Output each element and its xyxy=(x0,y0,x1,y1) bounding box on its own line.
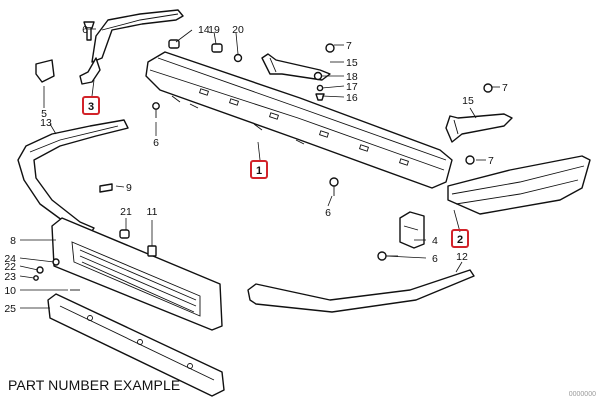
bracket-5 xyxy=(35,59,55,83)
callout-6-center: 6 xyxy=(325,207,331,219)
callout-3-label: 3 xyxy=(88,101,94,113)
callout-11: 11 xyxy=(147,206,158,218)
leader-lines xyxy=(19,28,500,309)
callout-1-label: 1 xyxy=(256,165,262,177)
callout-14: 14 xyxy=(198,24,210,36)
callout-25: 25 xyxy=(4,303,16,315)
callout-numbers: 6 14 19 20 7 15 18 17 16 5 13 6 7 15 7 9… xyxy=(4,24,508,315)
grille-panel xyxy=(51,217,223,331)
callout-5: 5 xyxy=(41,108,47,120)
callout-22: 22 xyxy=(4,261,16,273)
callout-9: 9 xyxy=(126,182,132,194)
callout-19: 19 xyxy=(208,24,220,36)
callout-2-label: 2 xyxy=(457,234,463,246)
callout-6-top: 6 xyxy=(82,24,88,36)
callout-2-highlight-box xyxy=(451,229,469,248)
rubber-strip-right xyxy=(247,269,475,313)
bumper-corner-right xyxy=(447,155,591,215)
callout-23: 23 xyxy=(4,271,16,283)
callout-7-top: 7 xyxy=(346,40,352,52)
callout-7-lower: 7 xyxy=(488,155,494,167)
callout-3-highlight-box xyxy=(82,96,100,115)
callout-20: 20 xyxy=(232,24,244,36)
callout-24: 24 xyxy=(4,253,16,265)
callout-6-right: 6 xyxy=(432,253,438,265)
callout-15-right: 15 xyxy=(462,95,474,107)
callout-18: 18 xyxy=(346,71,358,83)
bumper-strip-left xyxy=(17,119,129,235)
callout-1-highlight-box xyxy=(250,160,268,179)
bracket-4 xyxy=(399,211,425,249)
drawing-code: 0000000 xyxy=(568,391,596,398)
callout-7-right: 7 xyxy=(502,82,508,94)
callout-4: 4 xyxy=(432,235,438,247)
callout-13: 13 xyxy=(40,117,52,129)
callout-6-mid: 6 xyxy=(153,137,159,149)
highlighted-callouts: 1 2 3 xyxy=(82,96,469,248)
callout-17: 17 xyxy=(346,81,358,93)
lower-valance xyxy=(47,293,225,397)
fasteners xyxy=(33,21,493,291)
caption-part-number-example: PART NUMBER EXAMPLE xyxy=(8,377,181,393)
bracket-upper-right xyxy=(261,53,331,81)
bumper-beam xyxy=(145,51,453,189)
callout-8: 8 xyxy=(10,235,16,247)
callout-10: 10 xyxy=(4,285,16,297)
callout-21: 21 xyxy=(120,206,132,218)
bracket-lower-right xyxy=(445,113,513,143)
callout-15-top: 15 xyxy=(346,57,358,69)
callout-12: 12 xyxy=(456,251,468,263)
bumper-corner-left xyxy=(79,9,184,85)
callout-16: 16 xyxy=(346,92,358,104)
